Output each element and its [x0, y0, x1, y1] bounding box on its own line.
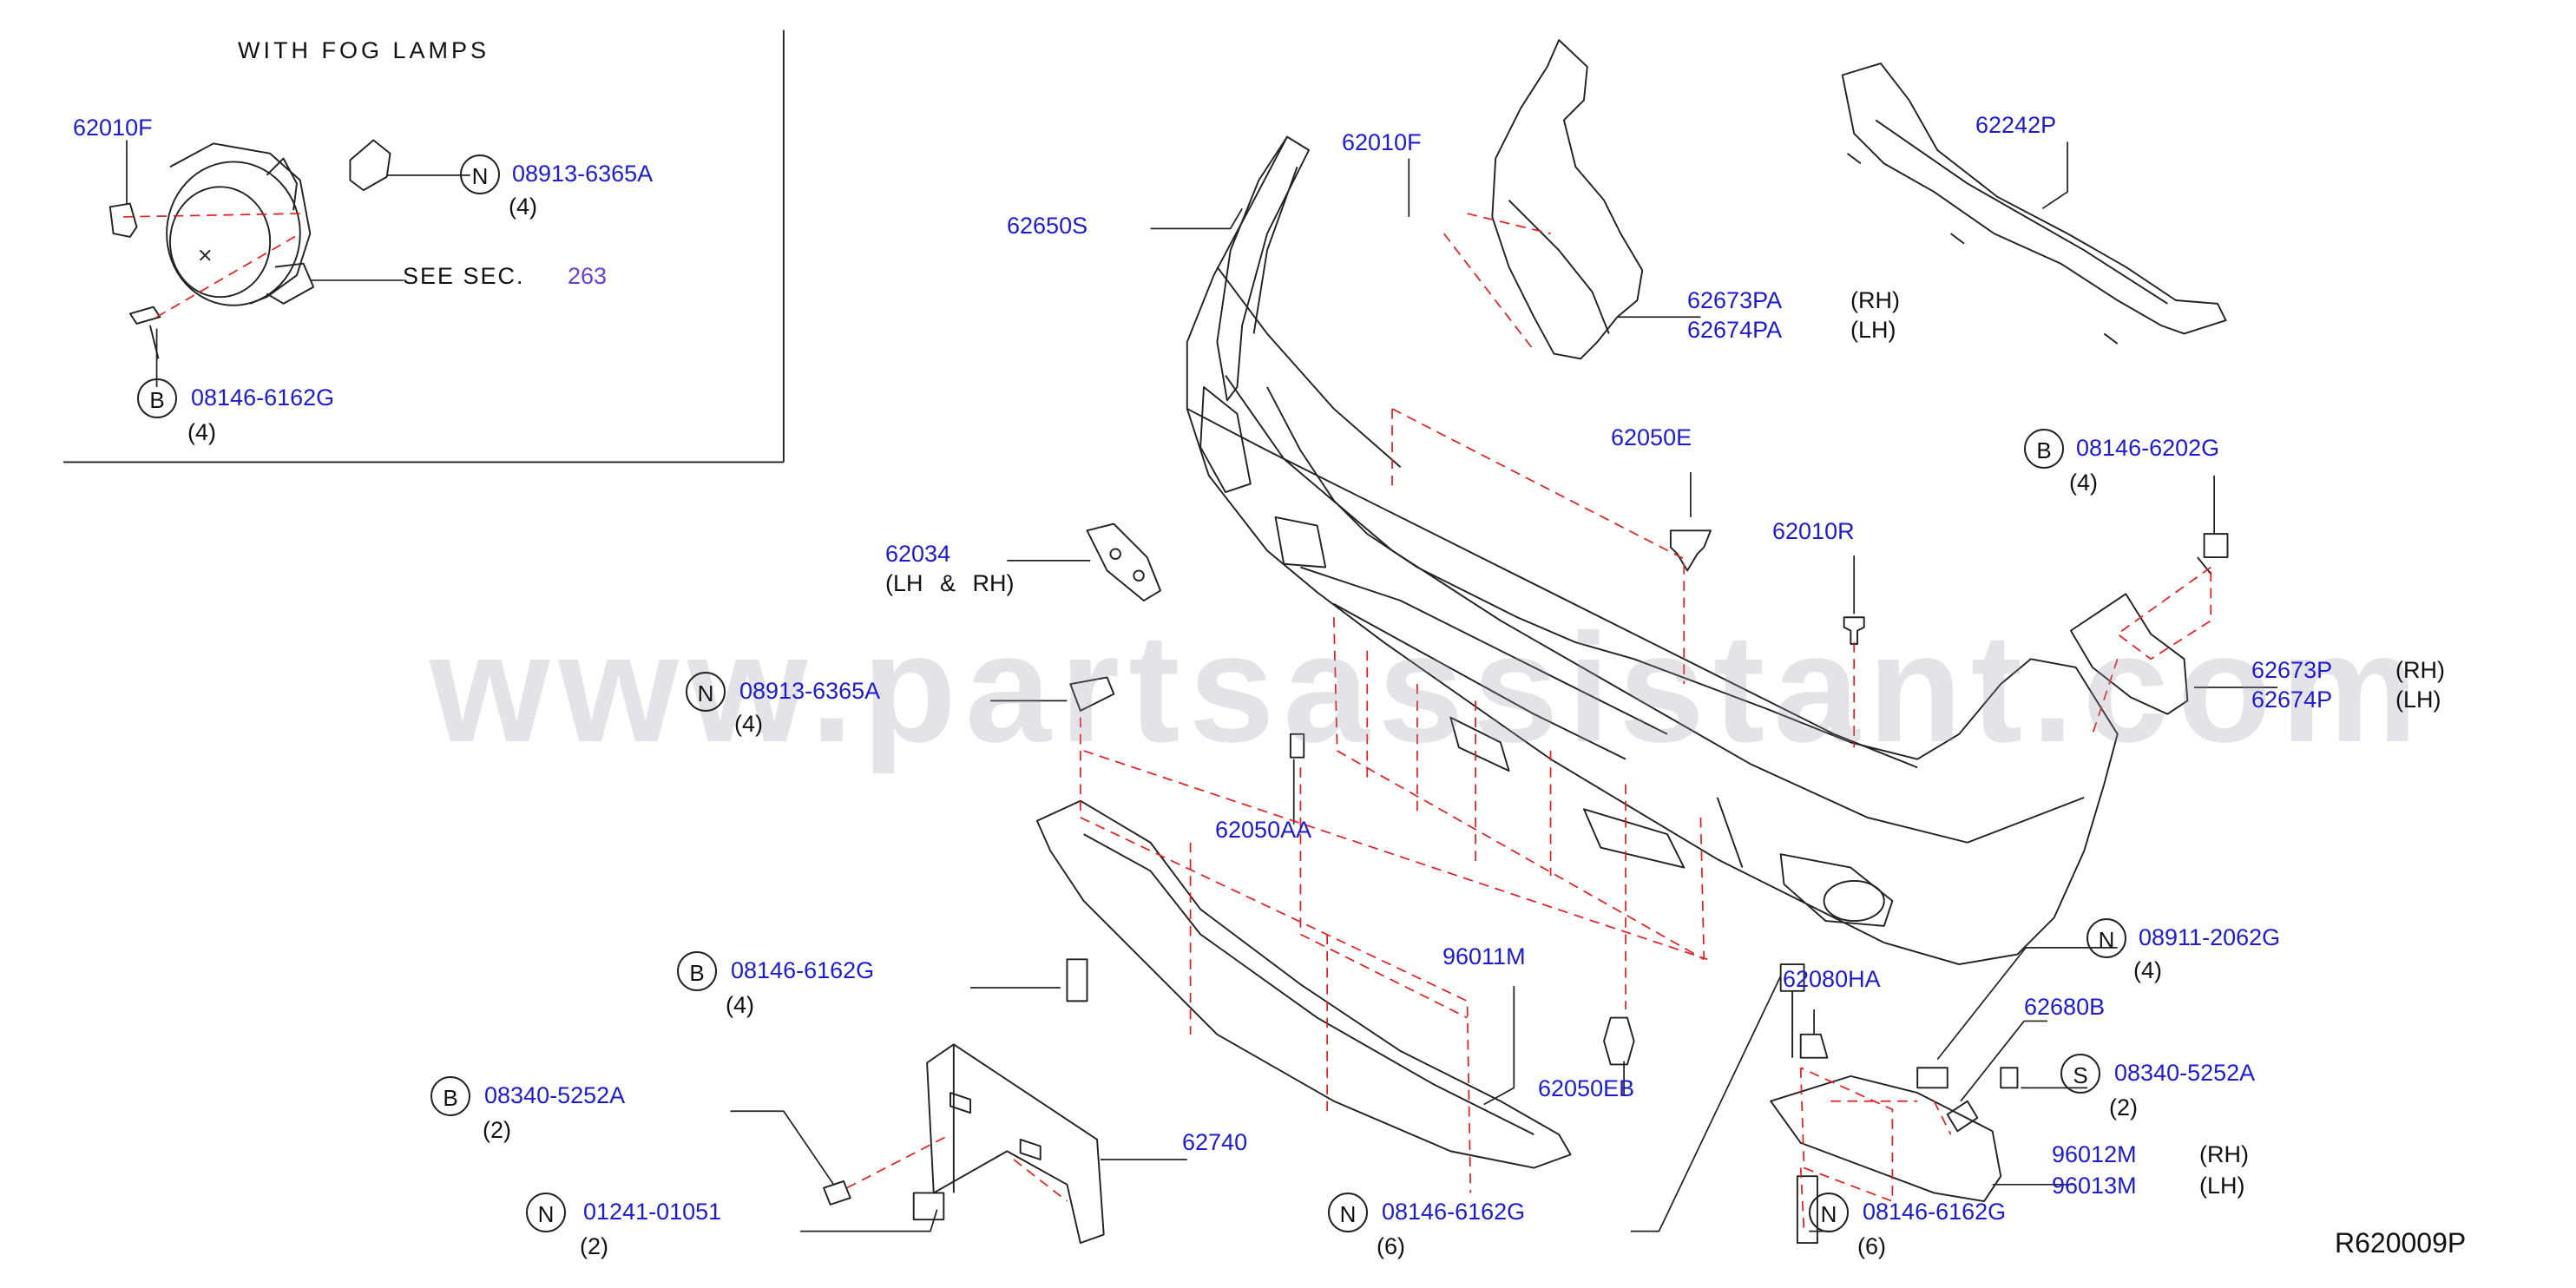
part-01241-01051[interactable]: 01241-01051 — [583, 1199, 722, 1225]
part-08146-6162g-c[interactable]: 08146-6162G — [1863, 1199, 2007, 1225]
see-sec-label: SEE SEC. — [403, 263, 525, 289]
n-circle-6162g-c: N — [1809, 1193, 1849, 1232]
n-circle-inset: N — [460, 154, 500, 194]
b-circle-5252a: B — [430, 1076, 470, 1116]
part-62034[interactable]: 62034 — [885, 541, 951, 567]
fascia-support-drawing — [1216, 135, 1310, 402]
part-62674p[interactable]: 62674P — [2251, 687, 2333, 713]
part-08340-5252a-s[interactable]: 08340-5252A — [2114, 1060, 2256, 1086]
part-96011m[interactable]: 96011M — [1442, 943, 1526, 969]
guide-dashes — [123, 213, 2212, 1232]
part-62080ha[interactable]: 62080HA — [1783, 966, 1881, 992]
qty-6162g-a: (4) — [726, 992, 754, 1018]
s-circle-5252a: S — [2060, 1054, 2100, 1094]
rh-label-3: (RH) — [2199, 1141, 2249, 1167]
reinforcement-drawing — [1841, 62, 2227, 345]
part-62010f-inset[interactable]: 62010F — [73, 115, 153, 141]
side-bracket-drawing — [2069, 593, 2189, 715]
part-96013m[interactable]: 96013M — [2052, 1173, 2137, 1199]
part-08340-5252a-b[interactable]: 08340-5252A — [484, 1082, 626, 1108]
part-62050e[interactable]: 62050E — [1611, 424, 1692, 450]
part-62242p[interactable]: 62242P — [1975, 112, 2057, 138]
qty-6162g-c: (6) — [1857, 1233, 1886, 1259]
diagram-reference: R620009P — [2335, 1227, 2467, 1258]
section-263-link[interactable]: 263 — [568, 263, 608, 289]
b-circle-6202g: B — [2024, 429, 2064, 469]
part-62010f[interactable]: 62010F — [1342, 129, 1422, 155]
n-circle-6162g-b: N — [1328, 1193, 1368, 1232]
n-circle-01051: N — [526, 1193, 566, 1232]
qty-5252a-s: (2) — [2109, 1094, 2138, 1120]
b-circle-inset: B — [137, 378, 177, 418]
fog-lamp-drawing — [108, 139, 391, 359]
part-62673p[interactable]: 62673P — [2251, 657, 2333, 683]
qty-inset-1: (4) — [509, 194, 537, 220]
license-bracket-drawing — [823, 1043, 1105, 1245]
part-62680b[interactable]: 62680B — [2024, 994, 2106, 1020]
upper-retainer-drawing — [1491, 39, 1644, 360]
part-08911-2062g[interactable]: 08911-2062G — [2139, 924, 2281, 950]
fasteners-drawing — [1066, 522, 2229, 1245]
qty-6162g-b: (6) — [1377, 1233, 1405, 1259]
lh-rh-label: (LH & RH) — [885, 570, 1015, 596]
inset-title: WITH FOG LAMPS — [238, 37, 490, 63]
qty-5252a-b: (2) — [483, 1117, 511, 1143]
part-62010r[interactable]: 62010R — [1772, 518, 1855, 544]
part-62050aa[interactable]: 62050AA — [1215, 817, 1312, 843]
lh-label-1: (LH) — [1850, 317, 1896, 343]
qty-inset-2: (4) — [187, 419, 216, 445]
part-08146-6202g[interactable]: 08146-6202G — [2076, 435, 2220, 461]
rh-label-2: (RH) — [2395, 657, 2445, 683]
qty-6202g: (4) — [2069, 470, 2098, 496]
lh-label-2: (LH) — [2395, 687, 2441, 713]
part-62673pa[interactable]: 62673PA — [1687, 287, 1783, 313]
part-62050eb[interactable]: 62050EB — [1538, 1075, 1635, 1101]
part-08146-6162g-inset[interactable]: 08146-6162G — [191, 384, 335, 411]
qty-01051: (2) — [580, 1233, 608, 1259]
qty-6365a: (4) — [734, 711, 763, 737]
part-62674pa[interactable]: 62674PA — [1687, 317, 1783, 343]
lh-label-3: (LH) — [2199, 1173, 2245, 1199]
part-62650s[interactable]: 62650S — [1007, 213, 1088, 239]
lower-deflector-drawing — [1035, 799, 1572, 1169]
inset-frame — [62, 30, 785, 463]
part-62740[interactable]: 62740 — [1182, 1129, 1248, 1155]
part-08146-6162g-b[interactable]: 08146-6162G — [1382, 1199, 1526, 1225]
n-circle-6365a: N — [686, 672, 726, 712]
b-circle-6162g: B — [677, 951, 717, 991]
n-circle-2062g: N — [2086, 918, 2126, 958]
watermark: www.partsassistant.com — [430, 601, 2427, 774]
part-08146-6162g-a[interactable]: 08146-6162G — [731, 957, 875, 983]
leader-lines — [126, 140, 2278, 1232]
bumper-fascia-drawing — [1186, 136, 2119, 966]
rh-label-1: (RH) — [1850, 287, 1900, 313]
part-08913-6365a[interactable]: 08913-6365A — [739, 678, 881, 704]
part-96012m[interactable]: 96012M — [2052, 1141, 2137, 1167]
part-08913-6365a-inset[interactable]: 08913-6365A — [512, 161, 654, 187]
qty-2062g: (4) — [2133, 957, 2162, 983]
